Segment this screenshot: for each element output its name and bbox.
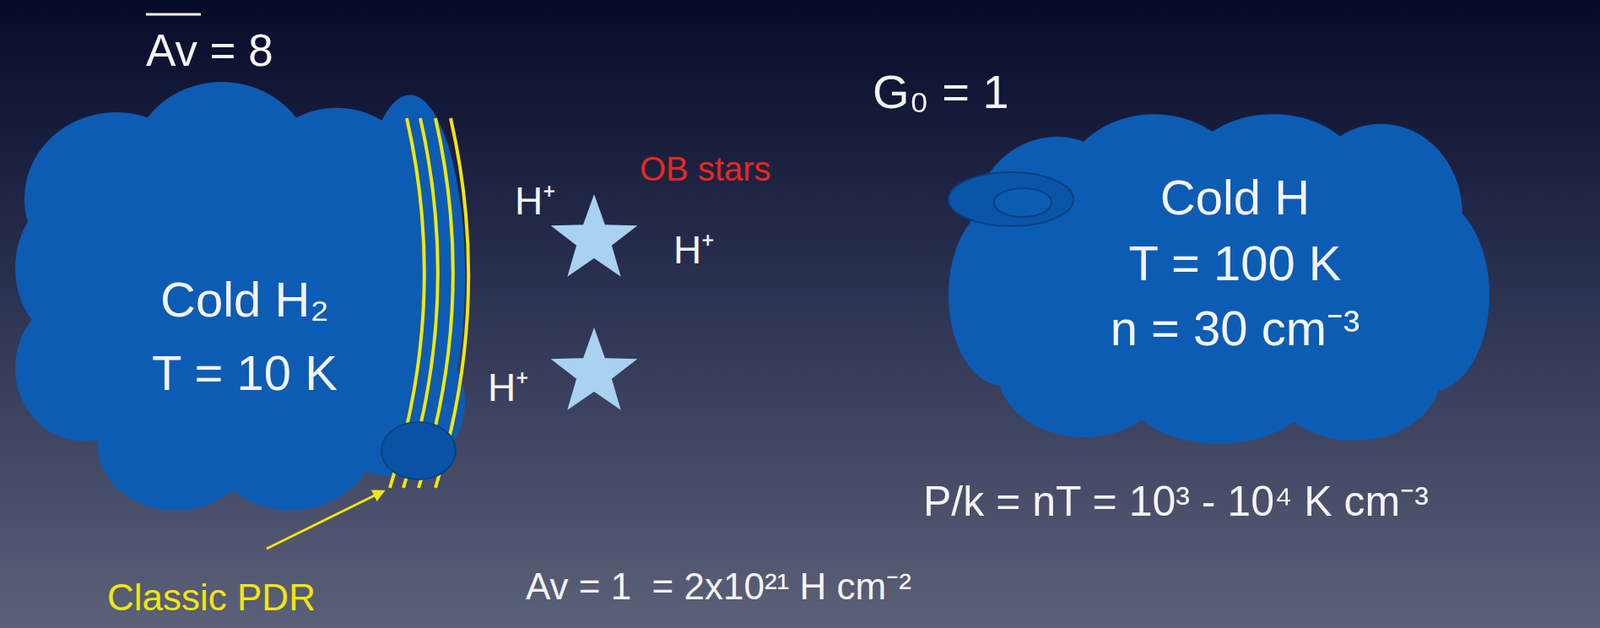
star-label: OB stars (639, 149, 772, 189)
cloud-text: n = 30 cm⁻³ (1110, 298, 1361, 358)
cloud-region: Cold H₂ T = 10 K (15, 81, 475, 515)
star-symbol (551, 194, 638, 277)
ion-label: H⁺ (487, 365, 530, 411)
star-symbol (551, 327, 638, 411)
column-density-label: Av = 1 = 2x10²¹ H cm⁻² (525, 565, 912, 609)
pressure-label: P/k = nT = 10³ - 10⁴ K cm⁻³ (923, 477, 1429, 527)
cloud-text: Cold H₂ (160, 270, 330, 330)
cloud-text: T = 10 K (151, 343, 338, 403)
cloud-region: Cold HT = 100 Kn = 30 cm⁻³ (948, 117, 1490, 441)
ion-label: H⁺ (673, 227, 715, 273)
cloud-text: T = 100 K (1128, 233, 1341, 293)
extinction-label: Av = 8 (145, 25, 274, 77)
field-label: G₀ = 1 (872, 64, 1010, 119)
cloud-clump (948, 172, 1074, 227)
cloud-clump (994, 188, 1052, 217)
cloud-clump (381, 421, 456, 480)
overbar (145, 13, 201, 17)
ion-label: H⁺ (514, 178, 557, 224)
pdr-label: Classic PDR (107, 576, 316, 620)
cloud-text: Cold H (1160, 167, 1310, 228)
